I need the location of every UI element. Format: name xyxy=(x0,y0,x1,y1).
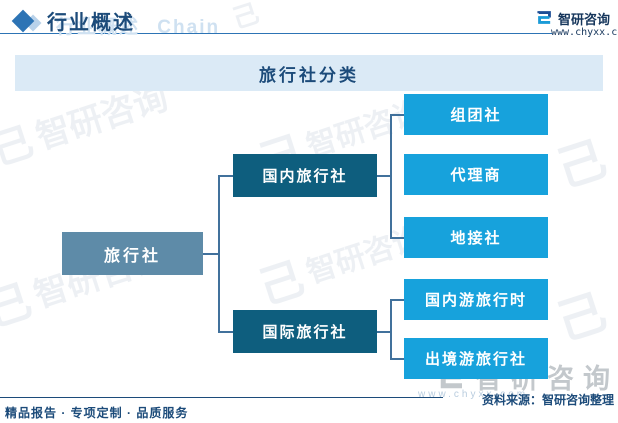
brand-website: www.chyxx.com xyxy=(551,27,618,38)
connector-line xyxy=(390,114,405,116)
tree-leaf-outbound-tour: 出境游旅行社 xyxy=(404,338,548,379)
connector-line xyxy=(218,331,234,333)
tree-leaf-agent: 代理商 xyxy=(404,154,548,195)
brand-name: 智研咨询 xyxy=(558,12,611,27)
connector-line xyxy=(390,299,392,360)
connector-line xyxy=(390,237,405,239)
brand-logo-icon xyxy=(537,11,551,24)
connector-line xyxy=(218,175,220,333)
connector-line xyxy=(390,114,392,239)
tree-leaf-domestic-tour: 国内游旅行时 xyxy=(404,279,548,320)
connector-line xyxy=(377,331,391,333)
header-title-echo: 行业概述 Chain xyxy=(56,17,221,38)
brand-watermark: 己 xyxy=(227,0,263,36)
chart-title: 旅行社分类 xyxy=(259,65,359,85)
data-source-note: 资料来源：智研咨询整理 xyxy=(481,393,614,407)
header-divider xyxy=(0,33,552,34)
connector-line xyxy=(202,253,219,255)
tree-leaf-ground-operator: 地接社 xyxy=(404,217,548,258)
tree-node-international-agency: 国际旅行社 xyxy=(233,310,377,353)
footer-slogan: 精品报告 · 专项定制 · 品质服务 xyxy=(5,406,189,420)
chain-watermark-word: Chain xyxy=(157,17,221,38)
tree-node-root: 旅行社 xyxy=(62,232,203,275)
connector-line xyxy=(390,299,405,301)
brand-logo-watermark-icon: 己 xyxy=(550,285,613,351)
header-diamond-icon xyxy=(11,8,43,36)
brand-logo-watermark-icon: 己 xyxy=(550,132,613,198)
chart-title-bar: 旅行社分类 xyxy=(15,55,603,91)
brand-logo-watermark-icon: 己 xyxy=(228,0,263,35)
connector-line xyxy=(218,175,234,177)
page-title: 行业概述 xyxy=(47,12,135,34)
brand-watermark: 己 xyxy=(546,119,613,200)
connector-line xyxy=(390,358,405,360)
connector-line xyxy=(377,175,391,177)
tree-node-domestic-agency: 国内旅行社 xyxy=(233,154,377,197)
tree-leaf-group-organizer: 组团社 xyxy=(404,94,548,135)
url-watermark: www.chyxx.com xyxy=(418,389,529,400)
brand-watermark: 己 xyxy=(546,272,613,353)
footer-divider xyxy=(0,397,443,398)
